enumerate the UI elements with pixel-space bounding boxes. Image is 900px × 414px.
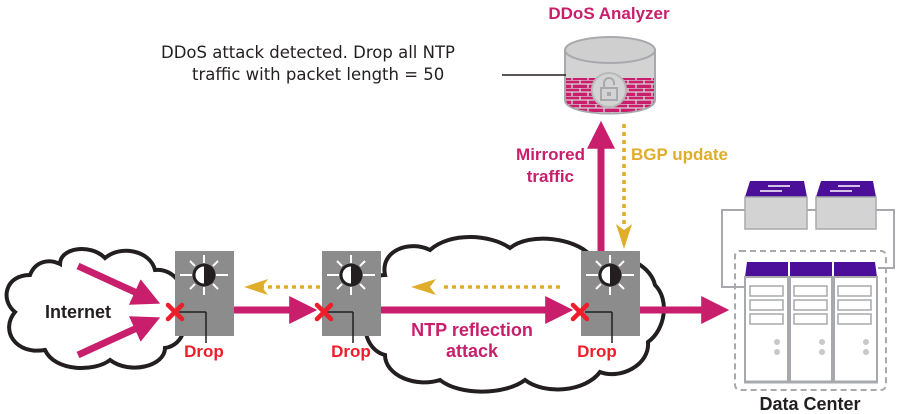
- router-icon: [327, 255, 375, 295]
- server-icon: [833, 262, 878, 383]
- ntp-attack-label-line2: attack: [446, 341, 499, 361]
- mirrored-traffic-label-line2: traffic: [527, 167, 574, 186]
- attack-arrow-upper: [76, 262, 161, 305]
- router-icon: [586, 255, 634, 295]
- annotation-line1: DDoS attack detected. Drop all NTP: [161, 43, 455, 62]
- lock-icon: [600, 77, 618, 101]
- ddos-analyzer[interactable]: [564, 36, 656, 115]
- switch-icon: [744, 181, 808, 230]
- x-mark-icon: [314, 302, 334, 322]
- router-icon: [180, 255, 228, 295]
- bgp-update-arrow: [616, 124, 632, 249]
- server-icon: [744, 262, 789, 383]
- drop-label: Drop: [331, 342, 371, 361]
- router-1[interactable]: [175, 251, 234, 343]
- server-icon: [789, 262, 833, 383]
- annotation-line2: traffic with packet length = 50: [192, 65, 444, 84]
- bgp-update-label: BGP update: [631, 145, 728, 164]
- internet-label: Internet: [45, 302, 111, 322]
- x-mark-icon: [570, 302, 590, 322]
- drop-label: Drop: [184, 342, 224, 361]
- data-center[interactable]: [721, 181, 895, 391]
- bgp-arrow-r3-r2: [411, 279, 560, 295]
- analyzer-title: DDoS Analyzer: [548, 4, 670, 23]
- switch-icon: [815, 181, 877, 230]
- router-3[interactable]: [581, 251, 640, 343]
- attack-arrow-lower: [76, 316, 161, 359]
- x-mark-icon: [165, 302, 185, 322]
- data-center-label: Data Center: [759, 394, 860, 414]
- ntp-attack-label-line1: NTP reflection: [411, 320, 533, 340]
- router-2[interactable]: [322, 251, 381, 343]
- bgp-arrow-r2-r1: [244, 279, 320, 295]
- mirrored-traffic-label-line1: Mirrored: [516, 145, 585, 164]
- drop-label: Drop: [577, 342, 617, 361]
